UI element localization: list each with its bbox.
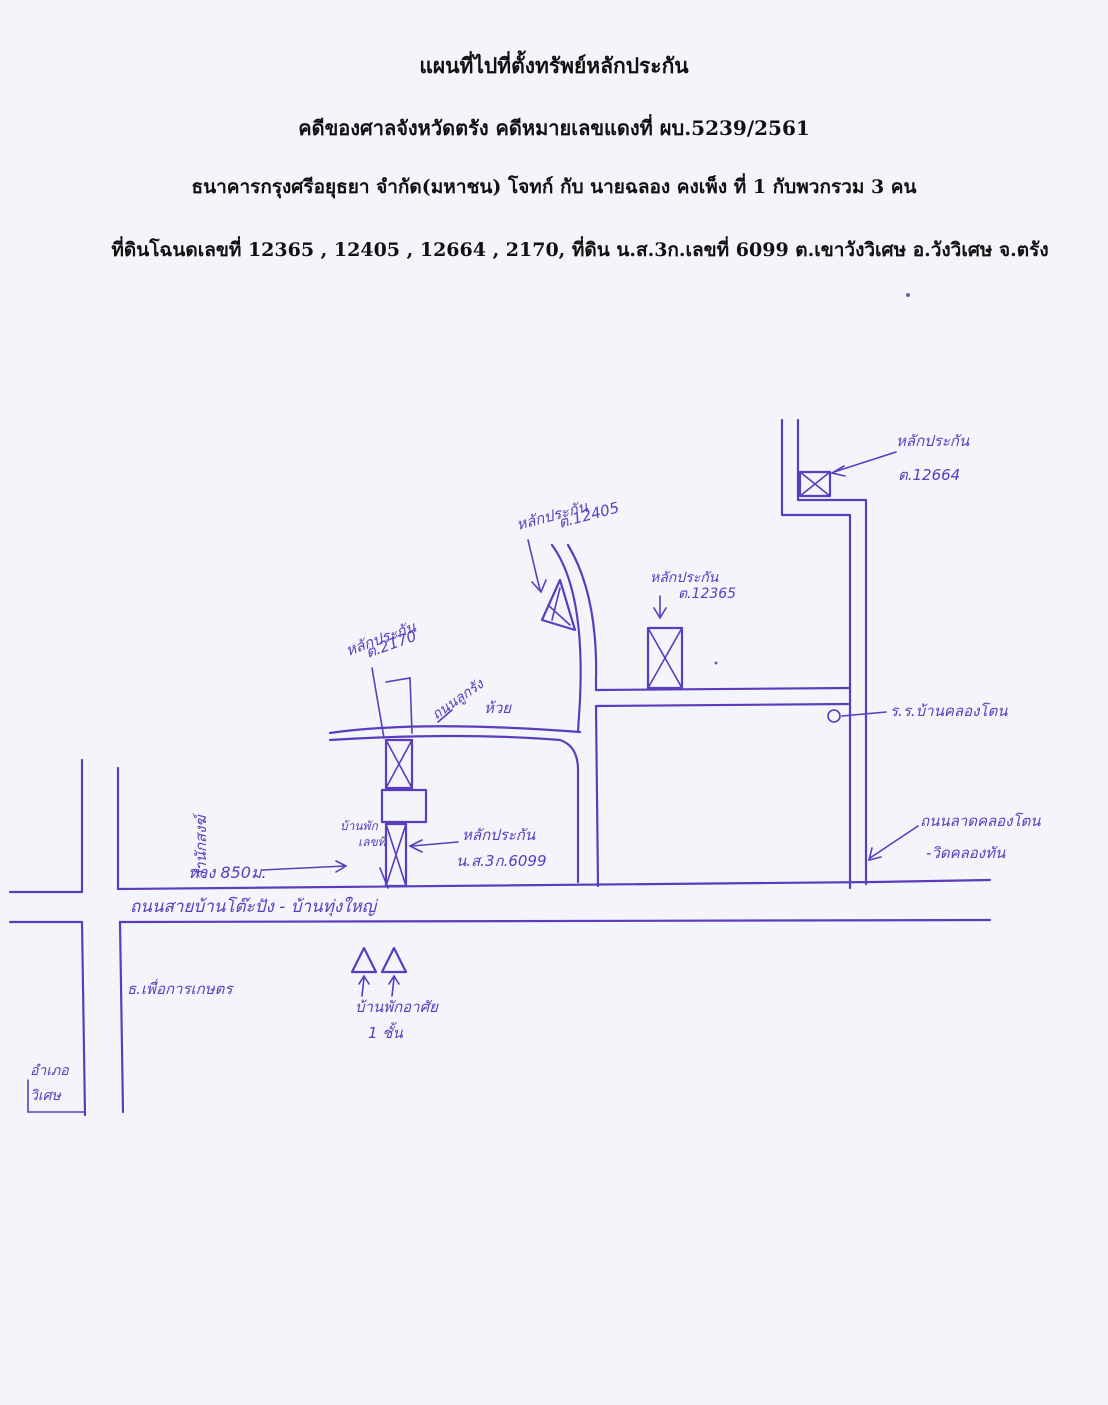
district-label-line2: วิเศษ (30, 1088, 62, 1104)
plot-12664-number: ต.12664 (898, 466, 960, 484)
side-road-east-edge-south (118, 920, 125, 1114)
plot-6099-arrowhead (408, 839, 423, 853)
plot-12365-cross (647, 627, 683, 689)
khlong-ton-road-west-edge (780, 418, 852, 890)
main-road-north-edge (116, 878, 992, 891)
school-pointer (841, 711, 887, 717)
plot-6099-cross (385, 823, 407, 887)
house-near-label-line2: เลขที่ (358, 833, 388, 849)
plot-12405-parcel (540, 578, 577, 632)
plot-12405-arrowhead (531, 579, 547, 594)
plot-12405-pointer (527, 539, 541, 591)
block-west-edge (594, 704, 600, 888)
plot-12365-parcel (646, 626, 684, 690)
houses-label-line2: 1 ชั้น (368, 1022, 403, 1042)
plot-2170-outline (385, 677, 413, 734)
main-road-south-edge (118, 918, 992, 924)
plot-12664-parcel (798, 470, 832, 498)
ink-dot (906, 293, 910, 297)
plot-12365-number: ต.12365 (678, 586, 736, 602)
distance-label: ห่าง 850ม. (188, 863, 267, 882)
house-near-label-line1: บ้านพัก (340, 819, 378, 833)
houses-arrowheads (358, 974, 400, 985)
lane-south-edge (594, 702, 850, 708)
lukrang-road-pointer (437, 709, 453, 723)
house-triangle-1 (350, 946, 378, 974)
houses-label-line1: บ้านพักอาศัย (355, 998, 439, 1016)
plot-12365-arrowhead (653, 607, 667, 620)
plot-12405-curve-west (550, 543, 582, 734)
plot-12664-pointer (833, 451, 897, 473)
plot-6099-parcel (384, 822, 408, 888)
district-label-line1: อำเภอ (30, 1063, 69, 1079)
side-road-west-edge-south (80, 920, 87, 1117)
distance-arrow (261, 865, 346, 871)
lane-north-edge (594, 686, 852, 692)
plot-12664-arrowhead (829, 465, 846, 477)
plot-2170-cross (385, 739, 413, 789)
parties: ธนาคารกรุงศรีอยุธยา จำกัด(มหาชน) โจทก์ ก… (191, 176, 917, 198)
school-label: ร.ร.บ้านคลองโตน (890, 702, 1008, 720)
distance-arrowhead (335, 860, 348, 873)
khlong-ton-road-east-edge (796, 418, 868, 886)
monastery-label: สำนักสงฆ์ (192, 812, 210, 880)
creek-label: ห้วย (484, 699, 512, 717)
house-triangle-2 (380, 946, 408, 974)
bank-label: ธ.เพื่อการเกษตร (127, 978, 234, 998)
khlong-ton-road-arrowhead (867, 847, 882, 862)
ink-dot (714, 661, 718, 665)
district-label-box (27, 1079, 85, 1113)
plot-12405-cross (547, 587, 571, 626)
lukrang-road-label: ถนนลูกรัง (429, 676, 487, 724)
plot-6099-number: น.ส.3ก.6099 (456, 852, 547, 870)
plot-6099-edge-stroke (379, 867, 389, 889)
lukrang-road-north-edge (328, 725, 582, 735)
khlong-ton-road-pointer (869, 825, 919, 859)
main-road-label: ถนนสายบ้านโต๊ะปัง - บ้านทุ่งใหญ่ (130, 896, 378, 917)
plot-6099-pointer (411, 841, 459, 847)
houses-pointers (361, 977, 395, 997)
lukrang-road-south-edge (328, 734, 580, 884)
case-number: คดีของศาลจังหวัดตรัง คดีหมายเลขแดงที่ ผบ… (298, 116, 810, 140)
plot-2170-parcel (384, 738, 414, 790)
school-icon (827, 709, 841, 723)
plot-12365-title: หลักประกัน (650, 570, 719, 586)
khlong-ton-road-label-line1: ถนนลาดคลองโตน (920, 812, 1041, 830)
plot-12405-curve-east (566, 543, 598, 692)
plot-2170-pointer (371, 667, 385, 739)
parcel-list: ที่ดินโฉนดเลขที่ 12365 , 12405 , 12664 ,… (111, 239, 1049, 261)
plot-12664-title: หลักประกัน (896, 432, 970, 450)
map-title: แผนที่ไปที่ตั้งทรัพย์หลักประกัน (419, 53, 689, 78)
plot-6099-title: หลักประกัน (462, 826, 536, 844)
plot-12664-cross (799, 471, 831, 497)
khlong-ton-road-label-line2: -วิดคลองทัน (926, 844, 1006, 862)
house-near-plot (380, 788, 428, 824)
